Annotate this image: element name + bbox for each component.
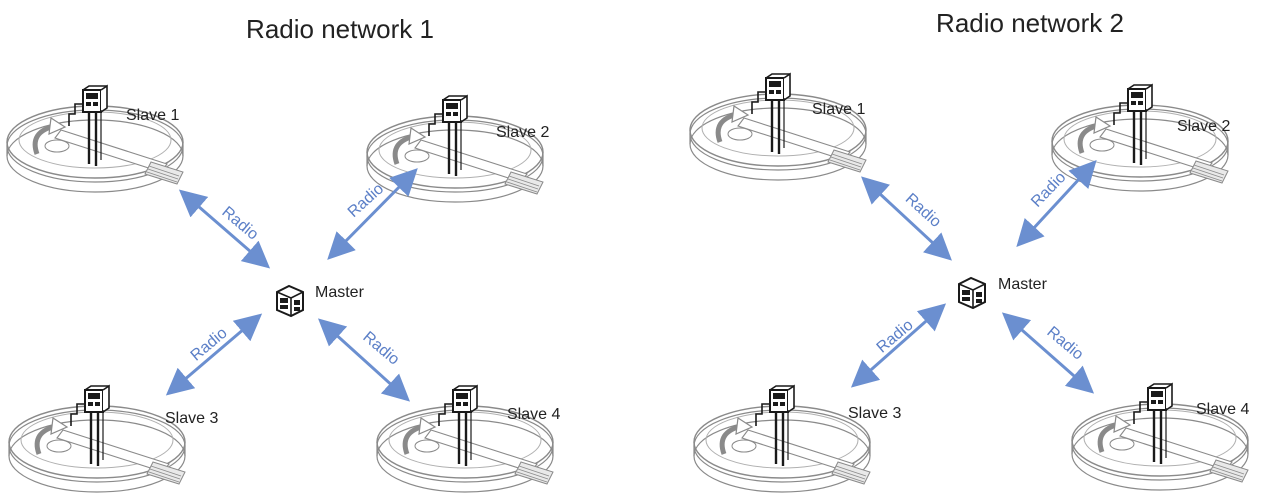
slave-3-tank-icon <box>9 386 185 492</box>
network-1-link-slave-2 <box>327 168 418 260</box>
network-2-master: Master <box>958 276 1048 309</box>
network-2-slave-2-label: Slave 2 <box>1177 118 1230 135</box>
slave-2-tank-icon <box>367 96 543 202</box>
network-1-master-label: Master <box>315 284 365 301</box>
slave-3-tank-icon <box>694 386 870 492</box>
network-1-slave-2-label: Slave 2 <box>496 124 549 141</box>
network-1-slave-2: Slave 2 <box>367 96 549 202</box>
network-2-title: Radio network 2 <box>936 8 1124 38</box>
network-1-link-slave-1 <box>178 189 271 269</box>
network-2-slave-4-label: Slave 4 <box>1196 401 1249 418</box>
network-1-title: Radio network 1 <box>246 14 434 44</box>
network-2-link-1-label: Radio <box>902 190 945 231</box>
network-2-link-slave-3 <box>850 303 947 388</box>
network-2-link-2-label: Radio <box>1028 169 1069 211</box>
radio-network-1: Radio network 1 Slave 1 Slave 2 Slave 3 … <box>7 14 560 492</box>
network-2-link-slave-4 <box>1001 312 1095 394</box>
network-1-link-slave-4 <box>317 318 411 402</box>
master-device-icon <box>276 285 304 317</box>
master-device-icon <box>958 277 986 309</box>
network-1-slave-3-label: Slave 3 <box>165 410 218 427</box>
network-2-slave-3-label: Slave 3 <box>848 405 901 422</box>
network-1-link-slave-3 <box>165 313 263 396</box>
slave-4-tank-icon <box>1072 384 1248 490</box>
radio-network-2: Radio network 2 Slave 1 Slave 2 Slave 3 … <box>690 8 1249 492</box>
network-2-slave-3: Slave 3 <box>694 386 901 492</box>
network-2-master-label: Master <box>998 276 1048 293</box>
network-1-slave-1-label: Slave 1 <box>126 107 179 124</box>
network-2-slave-1: Slave 1 <box>690 74 866 180</box>
slave-1-tank-icon <box>7 86 183 192</box>
network-1-link-2-label: Radio <box>345 180 388 221</box>
slave-2-tank-icon <box>1052 85 1228 191</box>
network-2-slave-2: Slave 2 <box>1052 85 1230 191</box>
network-2-link-slave-2 <box>1016 160 1097 247</box>
network-1-slave-1: Slave 1 <box>7 86 183 192</box>
network-2-slave-1-label: Slave 1 <box>812 101 865 118</box>
network-2-link-4-label: Radio <box>1043 324 1086 364</box>
network-2-slave-4: Slave 4 <box>1072 384 1249 490</box>
network-2-link-slave-1 <box>861 176 952 261</box>
network-1-master: Master <box>276 284 365 317</box>
network-1-slave-3: Slave 3 <box>9 386 218 492</box>
network-1-link-1-label: Radio <box>218 204 261 244</box>
slave-1-tank-icon <box>690 74 866 180</box>
slave-4-tank-icon <box>377 386 553 492</box>
network-1-slave-4: Slave 4 <box>377 386 560 492</box>
network-1-slave-4-label: Slave 4 <box>507 406 560 423</box>
